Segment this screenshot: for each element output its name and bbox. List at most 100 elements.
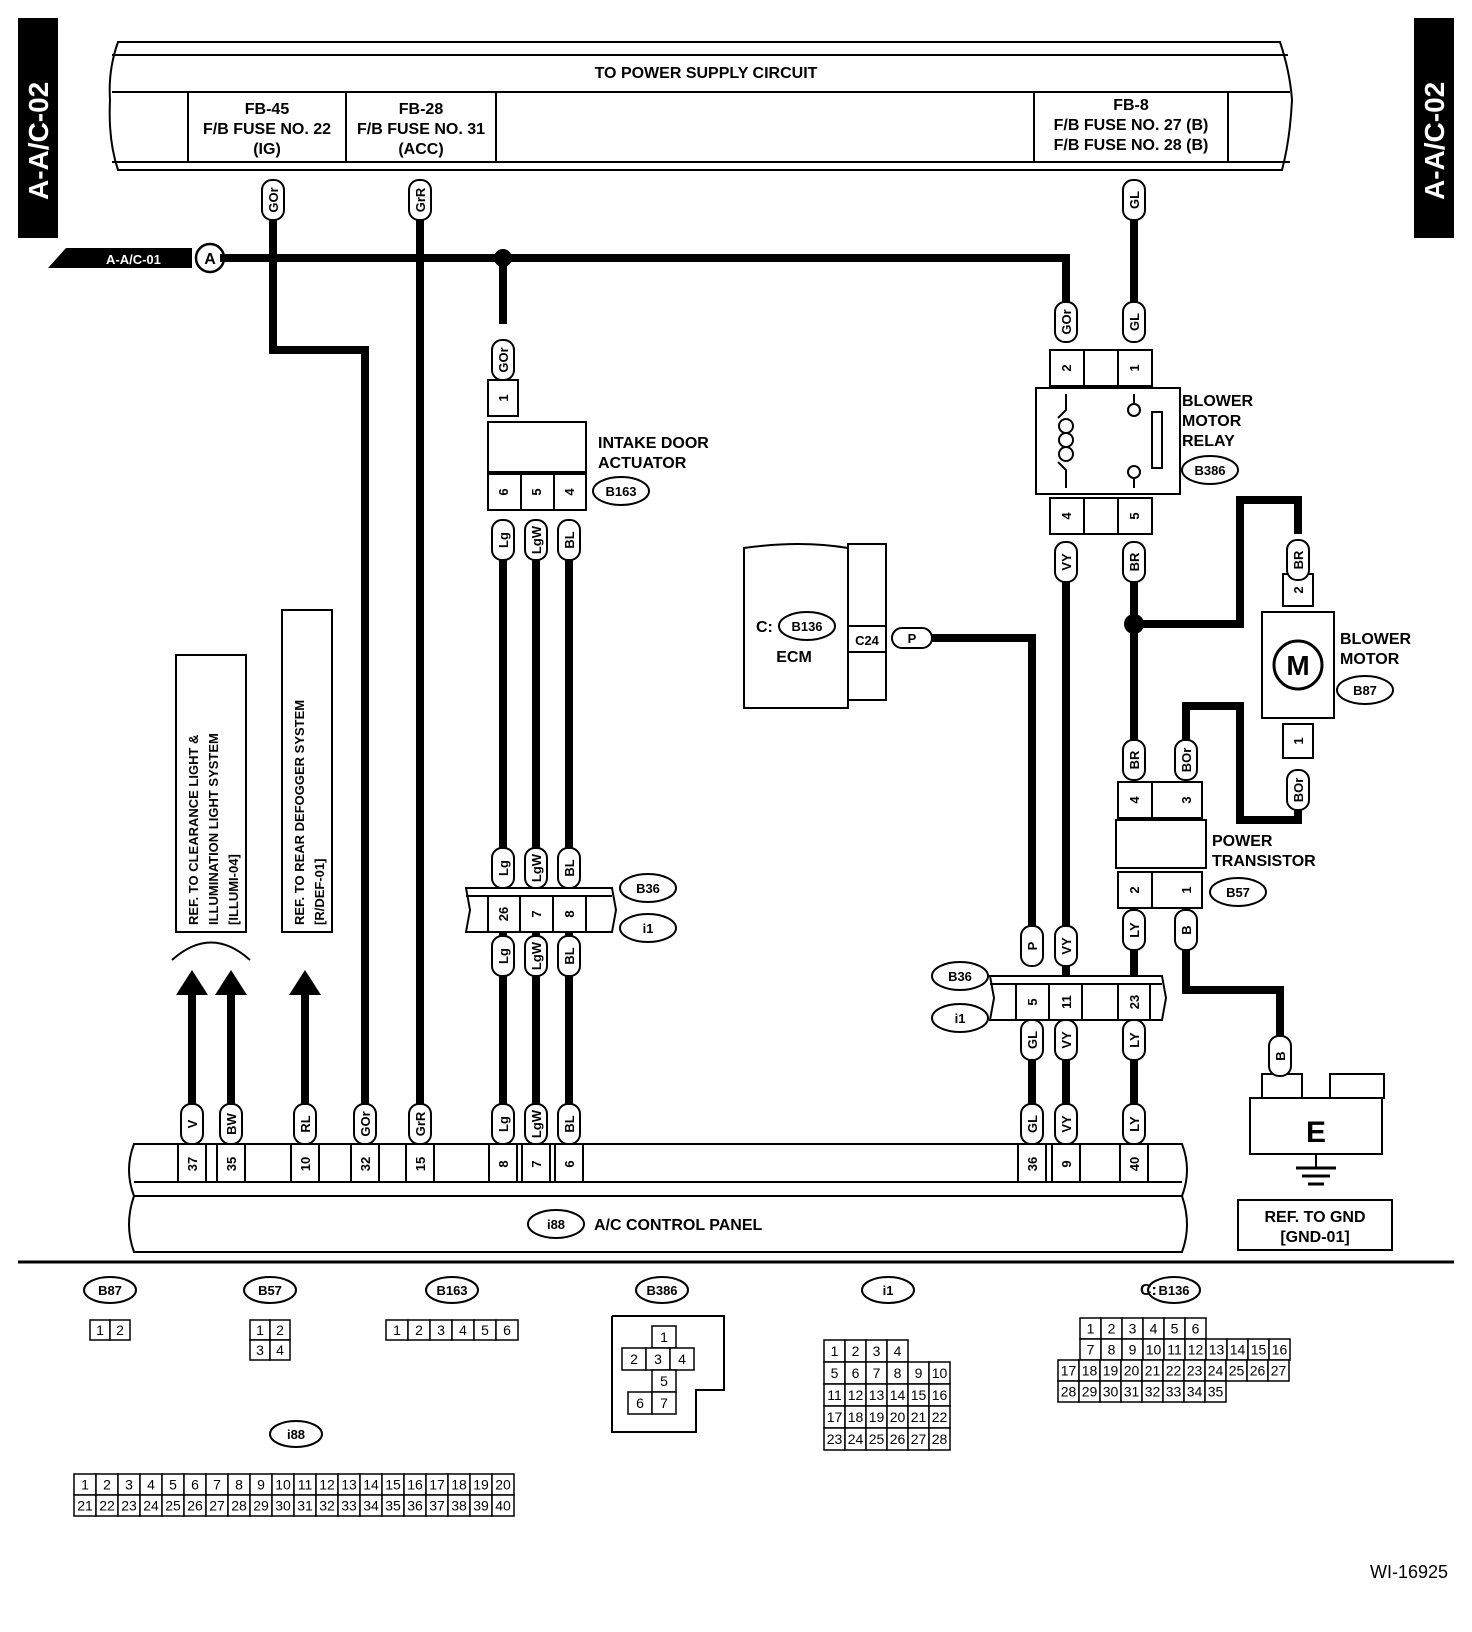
wire-tag-lgw: LgW <box>524 519 548 561</box>
fuse-fb45-mode: (IG) <box>253 141 281 158</box>
cell-18: 18 <box>848 1409 864 1425</box>
wire-tag-text: VY <box>1059 937 1074 955</box>
relay-name-line3: RELAY <box>1182 433 1235 450</box>
motor-id: B87 <box>1353 683 1377 698</box>
intake-pin-5: 5 <box>529 488 544 495</box>
wire-tag-text: Lg <box>496 948 511 964</box>
cell-27: 27 <box>1271 1363 1287 1379</box>
relay-pin-1: 1 <box>1127 364 1142 371</box>
cell-7: 7 <box>873 1365 881 1381</box>
cell-33: 33 <box>341 1498 357 1514</box>
intake-name-line1: INTAKE DOOR <box>598 435 709 452</box>
motor-pin-2: 2 <box>1291 586 1306 593</box>
b36-left-pin-8: 8 <box>562 910 577 917</box>
wire-tag-gor: GOr <box>261 179 285 221</box>
wire-tag-text: VY <box>1059 1115 1074 1133</box>
cell-7: 7 <box>660 1395 668 1411</box>
cell-14: 14 <box>890 1387 906 1403</box>
cell-9: 9 <box>257 1477 265 1493</box>
ecm-id: B136 <box>791 619 822 634</box>
wire-tag-text: GL <box>1025 1031 1040 1049</box>
wire-tag-text: P <box>1025 941 1040 950</box>
intake-pin-6: 6 <box>496 488 511 495</box>
cell-32: 32 <box>1145 1384 1161 1400</box>
view-i1-label: i1 <box>883 1283 894 1298</box>
b36-i1-connector-left: 26 7 8 B36 i1 <box>464 873 677 943</box>
wires <box>188 216 1302 1114</box>
cell-28: 28 <box>932 1431 948 1447</box>
wire-tag-lgw: LgW <box>524 847 548 889</box>
cell-32: 32 <box>319 1498 335 1514</box>
wire-tag-bw: BW <box>219 1103 243 1145</box>
cell-33: 33 <box>1166 1384 1182 1400</box>
cell-38: 38 <box>451 1498 467 1514</box>
panel-pin-8: 8 <box>496 1160 511 1167</box>
cell-1: 1 <box>660 1329 668 1345</box>
fuse-fb8-number-b: F/B FUSE NO. 28 (B) <box>1054 137 1209 154</box>
b36-left-label: B36 <box>636 881 660 896</box>
ref-clearance-line1: REF. TO CLEARANCE LIGHT & <box>186 735 201 925</box>
blower-motor: 2 M 1 BLOWER MOTOR B87 <box>1261 573 1412 759</box>
cell-26: 26 <box>1250 1363 1266 1379</box>
cell-15: 15 <box>1251 1342 1267 1358</box>
view-b386-label: B386 <box>646 1283 677 1298</box>
cell-1: 1 <box>81 1477 89 1493</box>
blower-motor-relay: 2 1 4 5 BLOWER MOTOR RELAY B386 <box>1035 349 1254 535</box>
wire-tag-gl: GL <box>1122 179 1146 221</box>
cell-25: 25 <box>1229 1363 1245 1379</box>
offpage-label: A-A/C-01 <box>106 252 161 267</box>
wire-tag-bl: BL <box>557 519 581 561</box>
ecm-block: C24 C: B136 ECM <box>743 543 887 709</box>
cell-24: 24 <box>143 1498 159 1514</box>
transistor-pin-2: 2 <box>1127 886 1142 893</box>
wire-tag-text: GL <box>1127 313 1142 331</box>
cell-20: 20 <box>495 1477 511 1493</box>
cell-12: 12 <box>1188 1342 1204 1358</box>
wire-tag-bl: BL <box>557 847 581 889</box>
wire-tag-text: GL <box>1025 1115 1040 1133</box>
cell-4: 4 <box>276 1342 284 1358</box>
cell-19: 19 <box>869 1409 885 1425</box>
wire-tag-text: BL <box>562 531 577 548</box>
transistor-name-line1: POWER <box>1212 833 1273 850</box>
side-tag-right-text: A-A/C-02 <box>1419 82 1450 200</box>
panel-pin-36: 36 <box>1025 1157 1040 1171</box>
cell-22: 22 <box>99 1498 115 1514</box>
cell-40: 40 <box>495 1498 511 1514</box>
fuse-fb28-mode: (ACC) <box>398 141 443 158</box>
motor-pin-1: 1 <box>1291 737 1306 744</box>
wire-tag-lg: Lg <box>491 847 515 889</box>
offpage-letter: A <box>204 251 216 268</box>
intake-pin-4: 4 <box>562 488 577 496</box>
wire-tag-b: B <box>1268 1035 1292 1077</box>
cell-3: 3 <box>873 1343 881 1359</box>
panel-pin-10: 10 <box>298 1157 313 1171</box>
cell-3: 3 <box>1129 1321 1137 1337</box>
ground-letter: E <box>1306 1116 1326 1149</box>
cell-30: 30 <box>275 1498 291 1514</box>
cell-5: 5 <box>660 1373 668 1389</box>
cell-17: 17 <box>827 1409 843 1425</box>
cell-20: 20 <box>890 1409 906 1425</box>
cell-14: 14 <box>1230 1342 1246 1358</box>
cell-5: 5 <box>169 1477 177 1493</box>
wire-tag-gor: GOr <box>1054 301 1078 343</box>
wire-tag-text: GOr <box>1059 309 1074 334</box>
view-b163-label: B163 <box>436 1283 467 1298</box>
fuse-fb45-number: F/B FUSE NO. 22 <box>203 121 331 138</box>
cell-7: 7 <box>213 1477 221 1493</box>
cell-5: 5 <box>831 1365 839 1381</box>
relay-pin-4: 4 <box>1059 512 1074 520</box>
cell-23: 23 <box>121 1498 137 1514</box>
cell-3: 3 <box>654 1351 662 1367</box>
cell-24: 24 <box>1208 1363 1224 1379</box>
wire-tag-v: V <box>180 1103 204 1145</box>
cell-23: 23 <box>1187 1363 1203 1379</box>
cell-2: 2 <box>852 1343 860 1359</box>
power-supply-block: TO POWER SUPPLY CIRCUIT FB-45 F/B FUSE N… <box>108 41 1294 171</box>
panel-pin-35: 35 <box>224 1157 239 1171</box>
